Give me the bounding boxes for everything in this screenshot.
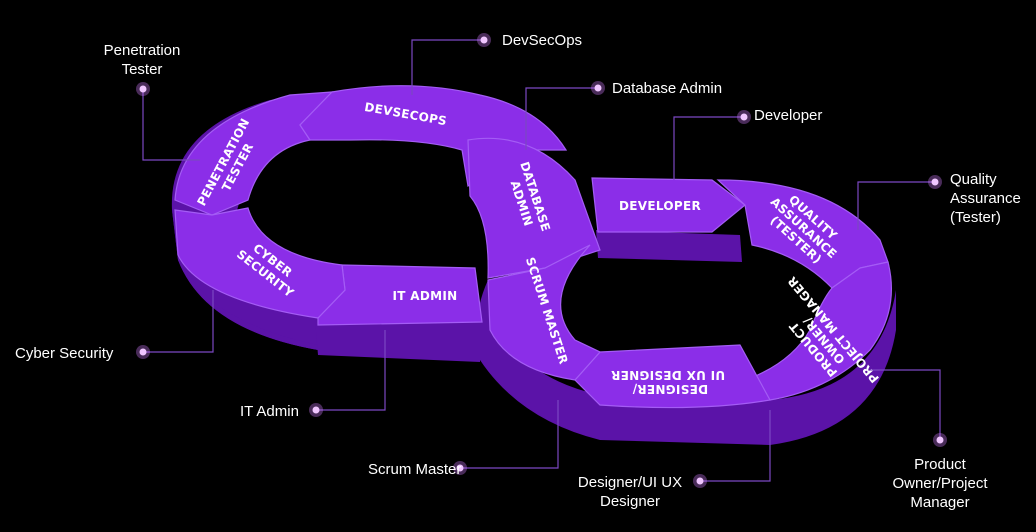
dot-developer — [740, 113, 748, 121]
label-designer: Designer/UI UX Designer — [577, 474, 683, 510]
label-database-admin: Database Admin — [612, 80, 723, 97]
label-cyber-security: Cyber Security — [15, 345, 114, 362]
segment-database-admin — [467, 137, 601, 279]
label-devsecops: DevSecOps — [502, 32, 583, 49]
segment-cyber-security — [174, 207, 346, 319]
dot-product-owner — [936, 436, 944, 444]
segment-quality-assurance — [716, 179, 889, 289]
segment-scrum-master — [487, 244, 601, 381]
label-it-admin: IT Admin — [240, 403, 299, 420]
dot-database-admin — [594, 84, 602, 92]
label-quality-assurance: Quality Assurance (Tester) — [950, 171, 1021, 226]
callout-lines — [142, 39, 941, 482]
label-scrum-master: Scrum Master — [368, 461, 462, 478]
segment-it-admin-text: IT ADMIN — [393, 289, 458, 303]
dot-penetration-tester — [139, 85, 147, 93]
dot-it-admin — [312, 406, 320, 414]
segment-designer — [574, 344, 771, 409]
dot-scrum-master — [456, 464, 464, 472]
label-penetration-tester: Penetration Tester — [103, 42, 181, 78]
segment-developer-text: DEVELOPER — [619, 199, 701, 213]
dot-designer — [696, 477, 704, 485]
dot-quality-assurance — [931, 178, 939, 186]
label-product-owner: Product Owner/Project Manager — [892, 456, 988, 511]
callout-dots — [136, 33, 947, 488]
segment-penetration-tester — [174, 91, 334, 216]
segment-developer — [591, 177, 746, 233]
dot-devsecops — [480, 36, 488, 44]
loop-top-faces — [174, 85, 893, 409]
label-developer: Developer — [754, 107, 823, 124]
segment-designer-text: DESIGNER/ UI UX DESIGNER — [611, 368, 725, 396]
dot-cyber-security — [139, 348, 147, 356]
